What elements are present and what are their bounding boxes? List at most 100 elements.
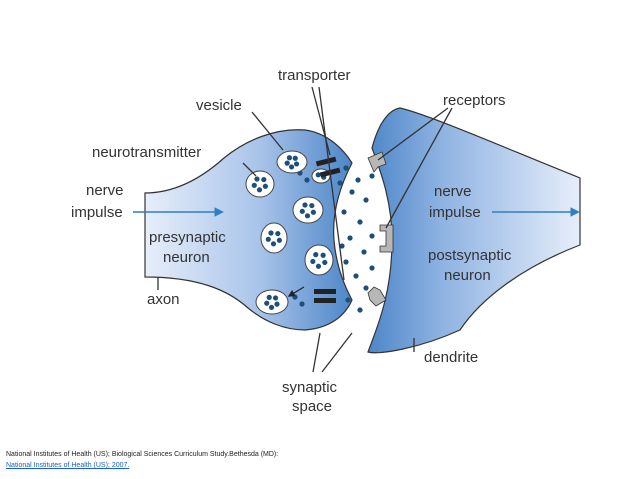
neurotransmitter-dot: [266, 294, 272, 300]
neurotransmitter-dot: [264, 300, 270, 306]
cleft-neurotransmitter-dot: [353, 273, 359, 279]
neurotransmitter-dot: [292, 155, 298, 161]
receptors-leader-2: [385, 107, 453, 229]
synaptic-space-leader-1: [312, 332, 321, 373]
transporter-lower-b: [314, 298, 336, 303]
credit-text: National Institutes of Health (US); Biol…: [6, 451, 279, 458]
cleft-neurotransmitter-dot: [347, 235, 353, 241]
transporter-leader-2: [318, 86, 345, 281]
neurotransmitter-dot: [309, 202, 315, 209]
label-postsynaptic: postsynaptic: [428, 247, 512, 264]
neurotransmitter-dot: [310, 258, 316, 265]
vesicles: [245, 150, 334, 315]
label-presynaptic: presynaptic: [149, 229, 226, 246]
neurotransmitter-dot: [299, 208, 305, 214]
neurotransmitter-dot: [302, 202, 308, 208]
neurotransmitter-dot: [288, 164, 295, 170]
transporter-leader-1: [311, 86, 331, 156]
transporter-upper-a: [315, 156, 337, 167]
cleft-neurotransmitter-dot: [292, 294, 298, 300]
cleft-neurotransmitter-dot: [339, 243, 345, 249]
vesicle: [245, 170, 275, 198]
neurotransmitter-dot: [284, 160, 290, 166]
label-synaptic: synaptic: [282, 379, 338, 396]
cleft-neurotransmitter-dot: [369, 233, 375, 239]
neurotransmitter-dot: [315, 172, 321, 178]
release-arrow: [287, 286, 305, 297]
neurotransmitter-dot: [322, 259, 328, 266]
postsynaptic-neuron: [367, 107, 581, 354]
vesicle-membrane: [255, 289, 289, 315]
neurotransmitter-dot: [304, 213, 311, 219]
neurotransmitter-dot: [262, 183, 268, 189]
receptors-leader-1: [377, 107, 449, 161]
neurotransmitter-dot: [315, 263, 322, 269]
neurotransmitter-leader: [242, 162, 257, 177]
cleft-neurotransmitter-dot: [357, 307, 363, 313]
label-impulse-right: impulse: [429, 204, 481, 221]
label-axon: axon: [147, 291, 180, 308]
label-impulse-left: impulse: [71, 204, 123, 221]
transporter-lower-a: [314, 289, 336, 294]
cleft-neurotransmitter-dot: [369, 265, 375, 271]
synaptic-space-leader-2: [321, 332, 353, 373]
cleft-neurotransmitter-dot: [355, 177, 361, 183]
neurotransmitter-dot: [268, 230, 274, 236]
vesicle-membrane: [304, 244, 334, 276]
label-receptors: receptors: [443, 92, 506, 109]
vesicle: [276, 150, 308, 174]
neurotransmitter-dot: [251, 182, 257, 188]
neurotransmitter-dot: [286, 155, 293, 161]
vesicle: [304, 244, 334, 276]
neurotransmitter-dot: [276, 237, 282, 243]
neurotransmitter-dot: [274, 301, 280, 307]
cleft-neurotransmitter-dot: [369, 173, 375, 179]
vesicle-membrane: [292, 196, 324, 224]
vesicle: [255, 289, 289, 315]
neurotransmitter-dot: [313, 252, 319, 258]
vesicle: [260, 222, 288, 254]
vesicle-leader: [251, 111, 284, 151]
label-vesicle: vesicle: [196, 97, 242, 114]
label-neurotransmitter: neurotransmitter: [92, 144, 201, 161]
cleft-neurotransmitter-dot: [299, 301, 305, 307]
neurotransmitter-dot: [320, 252, 326, 258]
neurotransmitter-dot: [310, 209, 316, 215]
cleft-neurotransmitter-dot: [343, 259, 349, 265]
vesicle-membrane: [260, 222, 288, 254]
cleft-neurotransmitter-dot: [343, 165, 349, 171]
label-dendrite: dendrite: [424, 349, 478, 366]
label-presynaptic-neuron: neuron: [163, 249, 210, 266]
cleft-neurotransmitter-dot: [349, 189, 355, 195]
synaptic-cleft-dots: [292, 165, 375, 313]
label-space: space: [292, 398, 332, 415]
cleft-neurotransmitter-dot: [361, 249, 367, 255]
vesicle-membrane: [276, 150, 308, 174]
neurotransmitter-dot: [261, 176, 267, 183]
receptor-bottom: [367, 286, 387, 307]
cleft-neurotransmitter-dot: [363, 285, 369, 291]
cleft-neurotransmitter-dot: [304, 177, 310, 183]
credit-link[interactable]: National Institutes of Health (US); 2007…: [6, 462, 130, 469]
vesicle-membrane: [245, 170, 275, 198]
cleft-neurotransmitter-dot: [363, 197, 369, 203]
cleft-neurotransmitter-dot: [341, 209, 347, 215]
neurotransmitter-dot: [256, 187, 263, 193]
label-transporter: transporter: [278, 67, 351, 84]
cleft-neurotransmitter-dot: [345, 297, 351, 303]
neurotransmitter-dot: [275, 230, 281, 237]
cleft-neurotransmitter-dot: [337, 180, 343, 186]
receptor-middle: [379, 224, 394, 253]
neurotransmitter-dot: [293, 161, 300, 167]
label-postsynaptic-neuron: neuron: [444, 267, 491, 284]
label-nerve-right: nerve: [434, 183, 472, 200]
neurotransmitter-dot: [268, 304, 275, 310]
neurotransmitter-dot: [254, 176, 260, 182]
neurotransmitter-dot: [265, 236, 271, 242]
vesicle: [292, 196, 324, 224]
cleft-neurotransmitter-dot: [357, 219, 363, 225]
neurotransmitter-dot: [270, 241, 277, 247]
neurotransmitter-dot: [272, 295, 279, 301]
presynaptic-neuron: [144, 129, 353, 331]
